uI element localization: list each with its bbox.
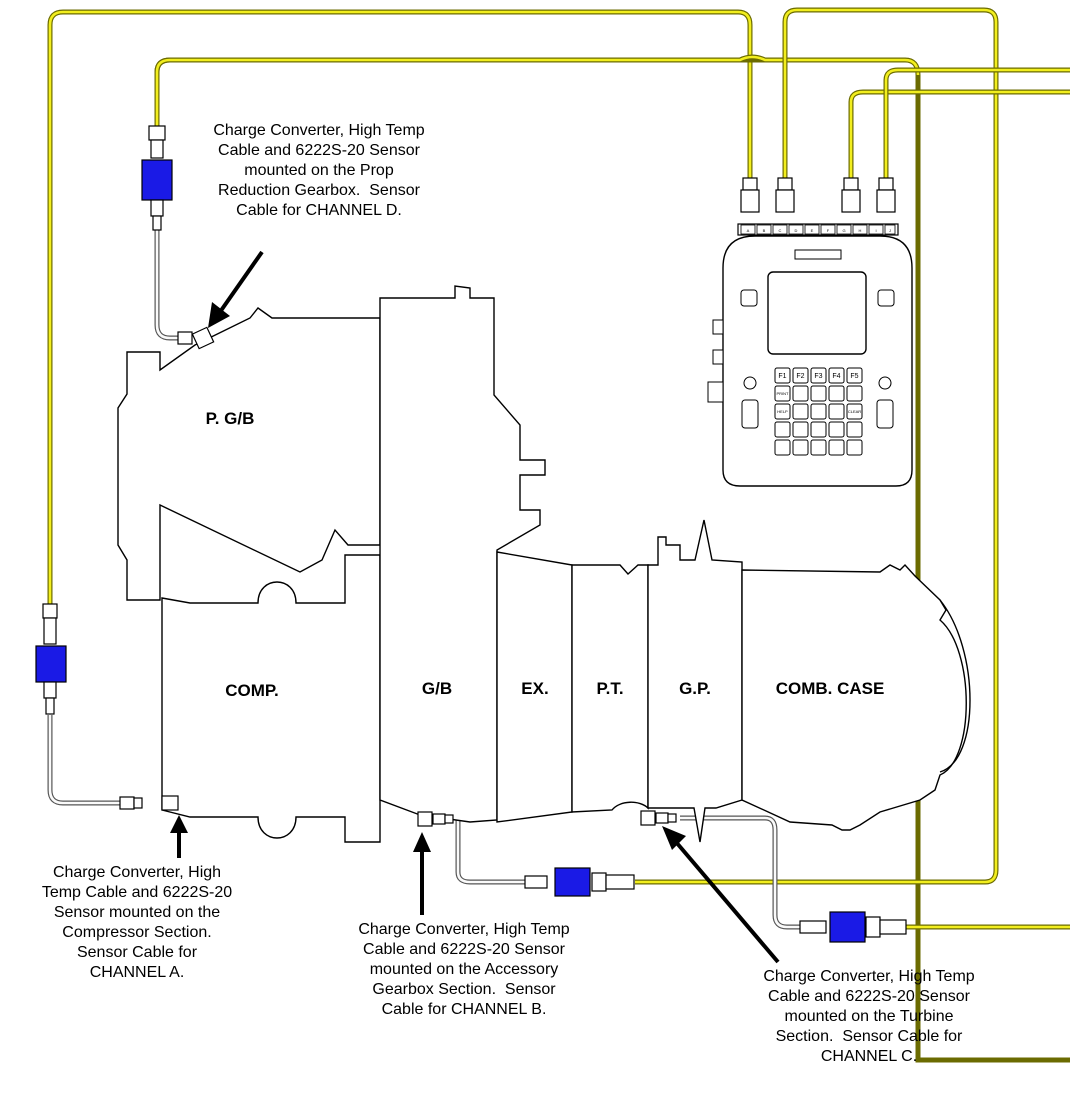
gas-producer-shape <box>647 519 743 843</box>
port-b: B <box>763 228 766 233</box>
high-temp-cables <box>47 7 1070 1063</box>
engine-outline <box>117 285 971 843</box>
port-d: D <box>795 228 798 233</box>
fkey-2: F2 <box>796 373 804 380</box>
key-clear: CLEAR <box>848 409 861 414</box>
sensor-b <box>417 811 454 827</box>
port-a: A <box>747 228 750 233</box>
sensor-cables <box>47 230 800 930</box>
port-j: J <box>889 228 891 233</box>
note-channel-a: Charge Converter, High Temp Cable and 62… <box>41 864 233 981</box>
port-g: G <box>842 228 845 233</box>
label-gas-producer: G.P. <box>679 679 711 698</box>
combustion-case-shape <box>741 563 967 831</box>
sensor-d <box>177 326 215 350</box>
key-print: PRINT <box>777 391 790 396</box>
port-e: E <box>811 228 814 233</box>
power-turbine-shape <box>571 564 649 813</box>
charge-converter-d <box>141 125 173 231</box>
port-f: F <box>827 228 830 233</box>
label-exhaust: EX. <box>521 679 548 698</box>
port-i: I <box>875 228 876 233</box>
prop-gearbox-shape <box>117 307 381 601</box>
port-h: H <box>859 228 862 233</box>
charge-converter-c <box>799 911 907 943</box>
arrow-channel-d <box>218 250 264 314</box>
note-channel-b: Charge Converter, High Temp Cable and 62… <box>358 921 570 1018</box>
charge-converter-b <box>524 867 635 897</box>
key-help: HELP <box>777 409 788 414</box>
label-compressor: COMP. <box>225 681 279 700</box>
analyzer-screen <box>767 271 867 355</box>
fkey-5: F5 <box>850 373 858 380</box>
fkey-1: F1 <box>778 373 786 380</box>
label-power-turbine: P.T. <box>596 679 623 698</box>
note-channel-c: Charge Converter, High Temp Cable and 62… <box>763 968 975 1065</box>
fkey-4: F4 <box>832 373 840 380</box>
analyzer-keypad: F1 F2 F3 F4 F5 PRINT HELP CLEAR <box>774 367 863 456</box>
sensor-c <box>640 810 677 826</box>
analyzer-ports: A B C D E F G H I J <box>740 224 896 235</box>
compressor-shape <box>161 554 381 843</box>
note-channel-d: Charge Converter, High Temp Cable and 62… <box>213 122 425 219</box>
port-c: C <box>779 228 782 233</box>
label-gearbox: G/B <box>422 679 452 698</box>
arrow-channel-c <box>674 840 780 964</box>
analyzer-input-connectors <box>740 177 896 213</box>
vibration-analyzer: F1 F2 F3 F4 F5 PRINT HELP CLEAR <box>707 223 913 487</box>
charge-converter-a <box>35 603 67 715</box>
callout-arrows <box>170 250 780 964</box>
section-labels: P. G/B COMP. G/B EX. P.T. G.P. COMB. CAS… <box>206 409 885 700</box>
label-prop-gearbox: P. G/B <box>206 409 255 428</box>
fkey-3: F3 <box>814 373 822 380</box>
label-combustion-case: COMB. CASE <box>776 679 885 698</box>
gearbox-shape <box>379 285 546 823</box>
sensor-a <box>119 795 179 811</box>
